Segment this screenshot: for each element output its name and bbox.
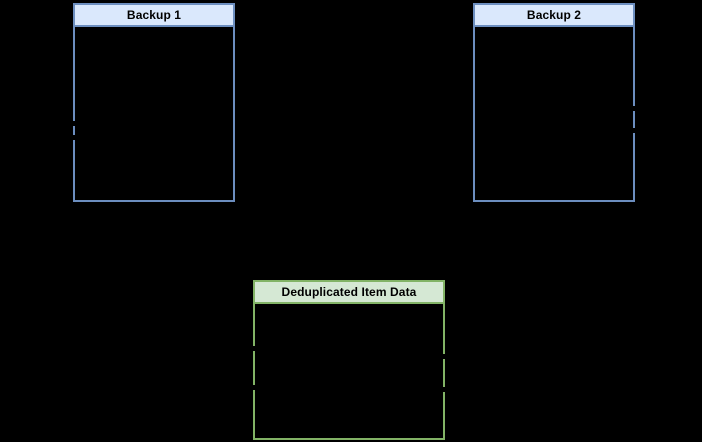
connector-stub-mark [440, 354, 446, 359]
connector-stub-mark [250, 346, 256, 351]
node-deduplicated-item-data-title: Deduplicated Item Data [281, 285, 417, 299]
connector-stub-mark [70, 121, 76, 126]
node-backup-1-body [75, 27, 233, 200]
node-backup-2-title: Backup 2 [526, 8, 582, 22]
node-backup-2: Backup 2 [473, 3, 635, 202]
node-deduplicated-item-data: Deduplicated Item Data [253, 280, 445, 440]
node-backup-2-body [475, 27, 633, 200]
connector-stub-mark [440, 387, 446, 392]
node-backup-1-header: Backup 1 [75, 5, 233, 27]
node-backup-1: Backup 1 [73, 3, 235, 202]
connector-stub-mark [70, 135, 76, 140]
node-deduplicated-item-data-header: Deduplicated Item Data [255, 282, 443, 304]
connector-stub-mark [250, 385, 256, 390]
node-deduplicated-item-data-body [255, 304, 443, 438]
connector-stub-mark [632, 128, 638, 133]
node-backup-1-title: Backup 1 [126, 8, 182, 22]
connector-stub-mark [632, 106, 638, 111]
node-backup-2-header: Backup 2 [475, 5, 633, 27]
